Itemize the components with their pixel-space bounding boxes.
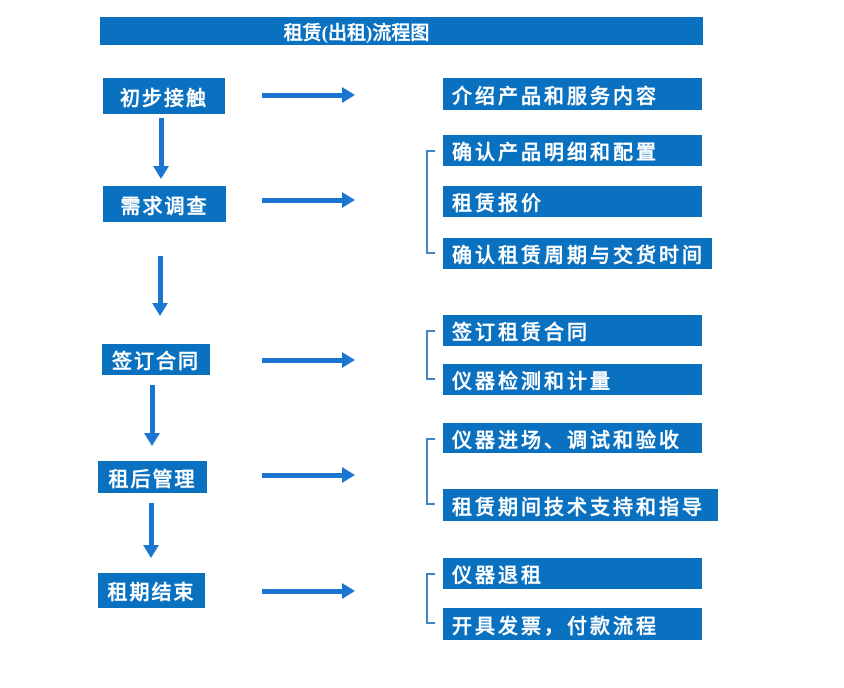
bracket-group-2 — [426, 150, 435, 254]
step-rental-end: 租期结束 — [98, 573, 205, 608]
detail-instrument-setup: 仪器进场、调试和验收 — [443, 423, 702, 453]
detail-tech-support: 租赁期间技术支持和指导 — [443, 489, 718, 521]
detail-sign-rental-contract: 签订租赁合同 — [443, 315, 702, 346]
detail-rental-quote: 租赁报价 — [443, 186, 702, 217]
detail-confirm-product-details: 确认产品明细和配置 — [443, 135, 702, 166]
detail-introduce-products: 介绍产品和服务内容 — [443, 78, 702, 110]
step-demand-survey: 需求调查 — [103, 186, 226, 222]
detail-instrument-return: 仪器退租 — [443, 558, 702, 589]
bracket-group-5 — [426, 573, 435, 624]
detail-invoice-payment: 开具发票，付款流程 — [443, 608, 702, 640]
step-initial-contact: 初步接触 — [103, 78, 225, 114]
title-bar: 租赁(出租)流程图 — [100, 17, 703, 45]
detail-instrument-testing: 仪器检测和计量 — [443, 364, 702, 395]
flowchart-title: 租赁(出租)流程图 — [283, 22, 430, 44]
bracket-group-4 — [426, 438, 435, 505]
detail-confirm-rental-period: 确认租赁周期与交货时间 — [443, 238, 712, 269]
step-sign-contract: 签订合同 — [102, 344, 210, 375]
bracket-group-3 — [426, 330, 435, 380]
step-post-rental-management: 租后管理 — [98, 461, 207, 493]
